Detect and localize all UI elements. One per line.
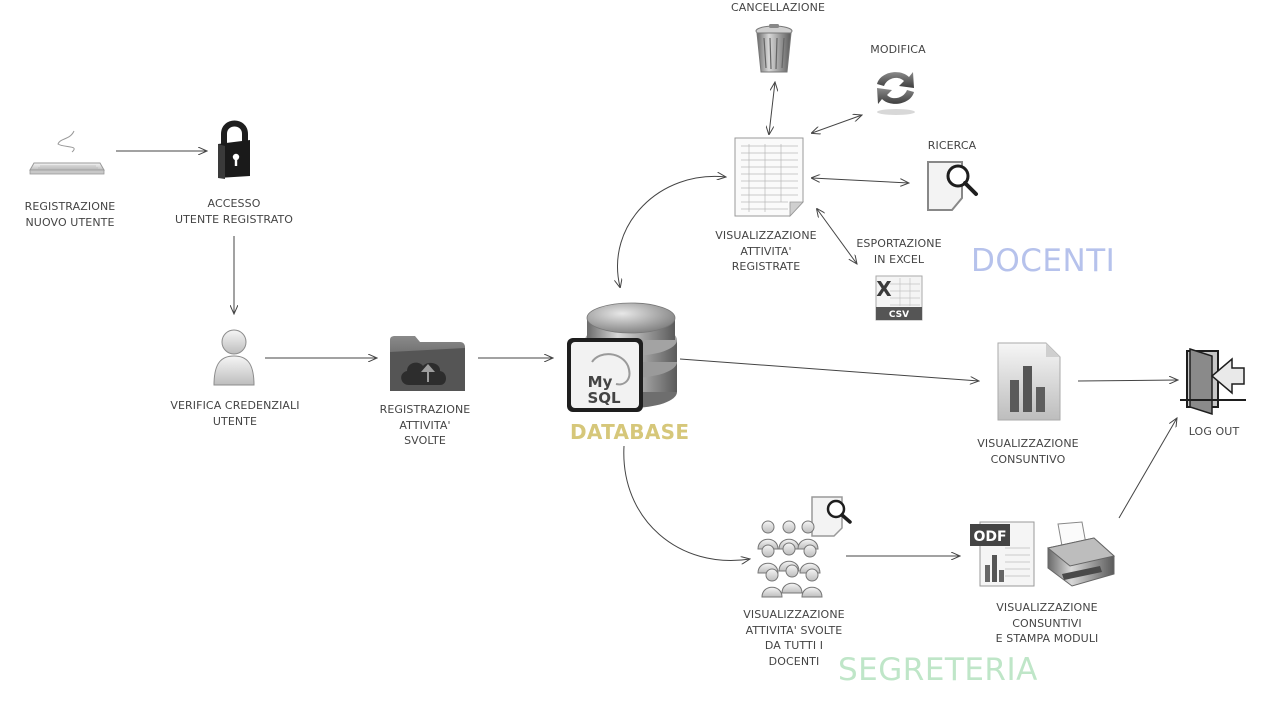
padlock-icon [218,120,250,179]
magnifier-document-icon [927,161,978,211]
label-print-summaries: VISUALIZZAZIONE CONSUNTIVI E STAMPA MODU… [995,601,1099,645]
label-search: RICERCA [927,139,977,152]
excel-x-glyph: X [876,277,892,301]
csv-badge: CSV [889,310,909,320]
label-new-user: REGISTRAZIONE NUOVO UTENTE [24,200,116,229]
label-delete: CANCELLAZIONE [730,1,826,14]
group-label-segreteria: SEGRETERIA [838,652,1038,688]
bar-chart-document-icon [997,342,1061,421]
spreadsheet-icon [734,137,804,218]
label-view-registered: VISUALIZZAZIONE ATTIVITA' REGISTRATE [715,229,817,273]
mysql-database-icon: My SQL [567,302,677,412]
arrow-view-to-export [817,209,857,264]
trash-icon [755,24,793,73]
csv-excel-icon: X CSV [875,275,923,321]
arrow-view-to-modify [812,115,862,133]
arrow-view-to-search [812,178,909,183]
mysql-logo-sql: SQL [587,389,621,407]
label-export: ESPORTAZIONE IN EXCEL [856,237,942,266]
keyboard-icon [29,130,105,175]
arrow-database-to-viewregistered [618,176,726,287]
label-all-teachers: VISUALIZZAZIONE ATTIVITA' SVOLTE DA TUTT… [743,608,845,668]
arrow-view-to-delete [769,82,775,134]
arrow-database-to-summary [679,358,979,381]
odf-badge: ODF [973,529,1006,545]
label-record-activity: REGISTRAZIONE ATTIVITA' SVOLTE [379,403,471,447]
odf-printer-icon: ODF [970,521,1116,587]
user-icon [213,329,255,386]
mysql-logo-my: My [588,373,613,391]
arrow-print-to-logout [1118,418,1177,519]
label-modify: MODIFICA [870,43,926,56]
cloud-upload-folder-icon [390,336,465,391]
label-login: ACCESSO UTENTE REGISTRATO [174,197,294,226]
connectors [116,82,1178,561]
group-label-docenti: DOCENTI [971,243,1116,279]
arrow-summary-to-logout [1077,380,1178,381]
label-verify: VERIFICA CREDENZIALI UTENTE [170,399,300,428]
user-group-search-icon [757,496,852,598]
arrow-database-to-allteachers [623,445,750,561]
label-summary: VISUALIZZAZIONE CONSUNTIVO [977,437,1079,466]
refresh-icon [877,72,915,115]
label-logout: LOG OUT [1188,425,1240,438]
exit-door-icon [1180,347,1246,416]
label-database: DATABASE [570,420,690,444]
